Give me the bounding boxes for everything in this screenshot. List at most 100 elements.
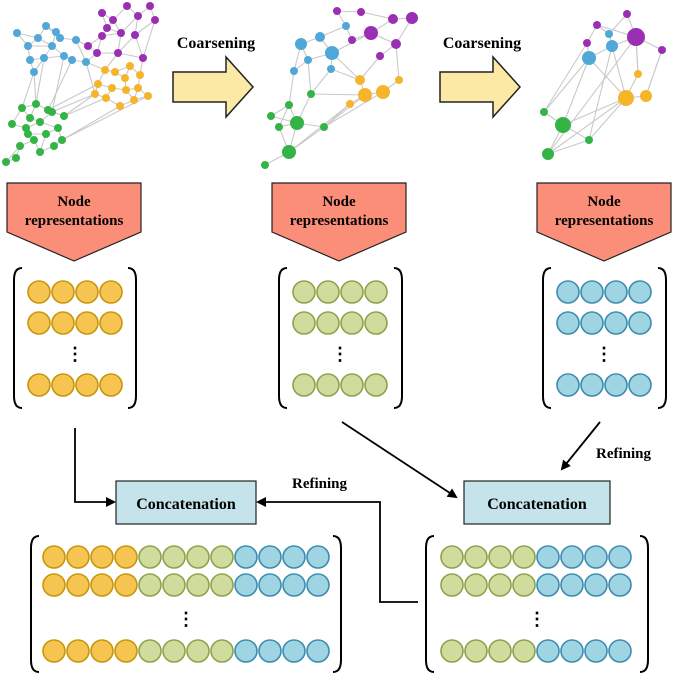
blue-vector-element: [608, 573, 632, 597]
coarsening-label-1: Coarsening: [177, 35, 255, 52]
yellow-graph-node: [121, 74, 129, 82]
green-vector-element: [292, 373, 316, 397]
embedding-row-yellow: [27, 280, 123, 304]
embedding-row-green: [292, 280, 388, 304]
embedding-row-blue: [556, 373, 652, 397]
yellow-graph-node: [91, 90, 99, 98]
green-graph-node: [290, 116, 304, 130]
graph-nodes: [261, 7, 418, 169]
right-bracket: [127, 267, 137, 409]
blue-graph-node: [34, 34, 42, 42]
purple-graph-node: [109, 16, 117, 24]
concatenated-embedding-row: [42, 573, 330, 597]
green-vector-element: [186, 639, 210, 663]
graph-edge: [288, 70, 295, 106]
graph-edge: [323, 94, 366, 128]
blue-vector-element: [560, 545, 584, 569]
blue-vector-element: [584, 573, 608, 597]
blue-vector-element: [258, 573, 282, 597]
green-graph-node: [261, 161, 269, 169]
refining-label-right: Refining: [596, 446, 652, 462]
yellow-graph-node: [122, 86, 130, 94]
blue-graph-node: [295, 38, 307, 50]
blue-vector-element: [536, 545, 560, 569]
graph-edge: [645, 49, 663, 97]
graph-edge: [562, 97, 627, 126]
graph-nodes: [540, 10, 666, 160]
node-representations-shape-2: Node representations: [271, 182, 407, 262]
green-vector-element: [316, 373, 340, 397]
graph-edge: [543, 57, 590, 113]
green-vector-element: [162, 545, 186, 569]
yellow-vector-element: [114, 639, 138, 663]
green-graph-node: [307, 90, 315, 98]
graph-edge: [395, 43, 400, 81]
graph-edge: [117, 52, 144, 59]
blue-vector-element: [282, 573, 306, 597]
embedding-row-yellow: [27, 373, 123, 397]
yellow-graph-node: [94, 80, 102, 88]
node-representations-shape-1: Node representations: [6, 182, 142, 262]
embedding-row-green: [292, 311, 388, 335]
embedding-row-blue: [556, 311, 652, 335]
green-graph-node: [282, 145, 296, 159]
purple-graph-node: [406, 12, 418, 24]
green-graph-node: [24, 130, 32, 138]
yellow-graph-node: [101, 66, 109, 74]
purple-graph-node: [333, 7, 341, 15]
yellow-graph-node: [144, 92, 152, 100]
green-graph-node: [285, 101, 293, 109]
purple-graph-node: [131, 31, 139, 39]
yellow-vector-element: [42, 573, 66, 597]
blue-vector-element: [282, 639, 306, 663]
concatenation-box-left: Concatenation: [115, 480, 257, 525]
yellow-graph-node: [126, 62, 134, 70]
purple-graph-node: [593, 21, 601, 29]
green-vector-element: [186, 545, 210, 569]
graph-edge: [547, 139, 590, 155]
graph-edge: [288, 103, 351, 153]
yellow-vector-element: [42, 545, 66, 569]
refining-label-left: Refining: [292, 476, 348, 492]
blue-graph-node: [315, 32, 325, 42]
yellow-graph-node: [134, 84, 142, 92]
green-vector-element: [162, 639, 186, 663]
node-representations-label-2-line1: Node: [322, 194, 356, 210]
ellipsis-matrix-3: ⋮: [595, 344, 613, 364]
blue-vector-element: [560, 639, 584, 663]
blue-graph-node: [327, 65, 335, 73]
embedding-row-yellow: [27, 311, 123, 335]
green-vector-element: [340, 280, 364, 304]
purple-graph-node: [117, 29, 125, 37]
yellow-vector-element: [66, 639, 90, 663]
blue-graph-node: [40, 54, 48, 62]
arrow-matrix2-to-concat-right: [341, 421, 458, 499]
green-vector-element: [488, 573, 512, 597]
yellow-graph-node: [108, 84, 116, 92]
yellow-graph-node: [634, 70, 642, 78]
concatenated-embedding-row: [42, 545, 330, 569]
green-vector-element: [440, 639, 464, 663]
green-vector-element: [162, 573, 186, 597]
graph-edge: [330, 68, 361, 81]
blue-vector-element: [580, 373, 604, 397]
concatenation-box-right: Concatenation: [463, 480, 611, 525]
graph-edge: [562, 57, 590, 126]
blue-graph-node: [342, 22, 350, 30]
green-vector-element: [464, 639, 488, 663]
blue-vector-element: [584, 545, 608, 569]
green-graph-node: [585, 136, 593, 144]
blue-vector-element: [608, 545, 632, 569]
graph-edge: [51, 55, 65, 113]
blue-vector-element: [628, 311, 652, 335]
yellow-vector-element: [42, 639, 66, 663]
connector-arrows: [74, 421, 601, 603]
purple-graph-node: [98, 9, 106, 17]
yellow-graph-node: [395, 76, 403, 84]
coarsening-arrow-1: Coarsening: [172, 35, 255, 119]
green-vector-element: [138, 639, 162, 663]
purple-graph-node: [658, 46, 666, 54]
blue-vector-element: [560, 573, 584, 597]
blue-graph-node: [52, 28, 60, 36]
